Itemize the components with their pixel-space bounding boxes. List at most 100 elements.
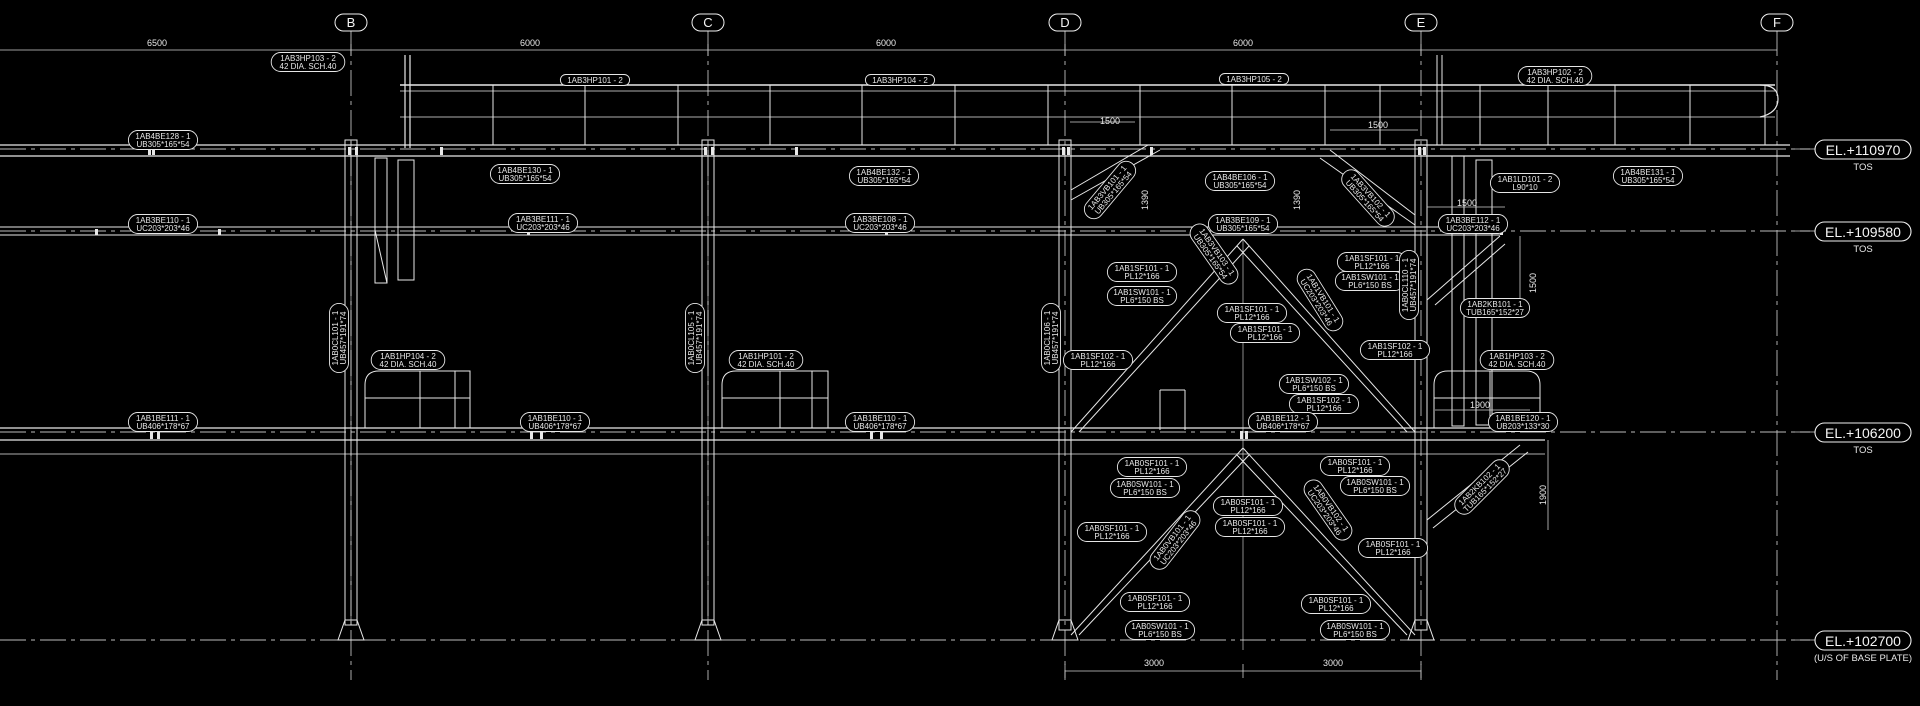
member-tag-outline — [519, 412, 591, 432]
dim-1900-vertical: 1900 — [1538, 485, 1548, 505]
member-section: PL6*150 BS — [1138, 630, 1182, 639]
member-mark: 1AB1SF101 - 1 — [1115, 264, 1170, 273]
grid-bubble-d: D — [1048, 13, 1082, 32]
column-tag-outline — [329, 302, 349, 374]
grid-label-e: E — [1417, 15, 1426, 30]
grid-bubble-c: C — [691, 13, 725, 32]
member-tag-outline — [1216, 303, 1288, 323]
member-tag-t27: 1AB1HP103 - 242 DIA. SCH.40 — [1479, 350, 1555, 370]
member-mark: 1AB4BE132 - 1 — [856, 168, 912, 177]
member-section: UB406*178*67 — [1257, 422, 1310, 431]
elevation-note-109580: TOS — [1853, 244, 1872, 255]
member-mark: 1AB1SF102 - 1 — [1297, 396, 1352, 405]
member-tag-t04: 1AB3HP105 - 2 — [1218, 73, 1290, 85]
member-section: 42 DIA. SCH.40 — [1489, 360, 1546, 369]
column-tag-outline — [685, 302, 705, 374]
member-tag-outline — [844, 213, 916, 233]
dim-1500-upper-e: 1500 — [1368, 120, 1388, 130]
member-mark: 1AB3BE108 - 1 — [852, 215, 908, 224]
member-tag-outline — [1212, 496, 1284, 516]
member-section: 42 DIA. SCH.40 — [738, 360, 795, 369]
member-mark: 1AB0SW101 - 1 — [1346, 478, 1404, 487]
member-section: PL12*166 — [1134, 467, 1170, 476]
dim-1390-right: 1390 — [1292, 190, 1302, 210]
member-mark: 1AB0SF101 - 1 — [1128, 594, 1183, 603]
member-section: UC203*203*46 — [1446, 224, 1500, 233]
member-tag-outline — [1116, 457, 1188, 477]
dim-1390-left: 1390 — [1140, 190, 1150, 210]
member-tag-outline — [370, 350, 446, 370]
member-tag-outline — [1319, 456, 1391, 476]
brace-tag-outline — [1189, 223, 1239, 285]
dim-bay-cd: 6000 — [876, 38, 896, 48]
member-mark: 1AB3BE109 - 1 — [1215, 216, 1271, 225]
member-mark: 1AB1SF102 - 1 — [1071, 352, 1126, 361]
member-tag-outline — [489, 164, 561, 184]
member-tag-outline — [1459, 298, 1531, 318]
member-tag-outline — [1489, 173, 1561, 193]
column-section: UB457*191*74 — [1409, 258, 1418, 311]
member-tag-outline — [1119, 592, 1191, 612]
column-mark: 1AB0CL110 - 1 — [1401, 257, 1410, 312]
member-mark: 1AB0SF101 - 1 — [1366, 540, 1421, 549]
brace-tag-outline — [1303, 479, 1353, 541]
member-mark: 1AB1SW101 - 1 — [1341, 273, 1399, 282]
dim-1900-horizontal: 1900 — [1470, 400, 1490, 410]
member-tag-outline — [1319, 620, 1391, 640]
column-section: UB457*191*74 — [339, 311, 348, 364]
member-section: PL12*166 — [1247, 333, 1283, 342]
grid-bubble-b: B — [334, 13, 368, 32]
elevation-level-109580: EL.+109580 — [1825, 224, 1901, 240]
member-section: UB406*178*67 — [529, 422, 582, 431]
dim-3000-right: 3000 — [1323, 658, 1343, 668]
member-section: UB406*178*67 — [854, 422, 907, 431]
member-tag-outline — [1479, 350, 1555, 370]
member-section: UB305*165*54 — [1217, 224, 1270, 233]
member-tag-outline — [1218, 73, 1290, 85]
grid-label-d: D — [1060, 15, 1069, 30]
member-tag-outline — [1062, 350, 1134, 370]
handrail-posts — [404, 55, 1766, 148]
member-section: PL12*166 — [1124, 272, 1160, 281]
member-tag-outline — [728, 350, 804, 370]
member-mark: 1AB1BE112 - 1 — [1256, 414, 1311, 423]
member-mark: 1AB4BE130 - 1 — [497, 166, 553, 175]
member-tag-outline — [270, 52, 346, 72]
grid-bubble-f: F — [1760, 13, 1794, 32]
member-tag-outline — [1109, 478, 1181, 498]
member-mark: 1AB4BE131 - 1 — [1620, 168, 1676, 177]
member-tag-outline — [127, 130, 199, 150]
member-section: PL6*150 BS — [1123, 488, 1167, 497]
grid-label-b: B — [347, 15, 356, 30]
member-section: PL12*166 — [1080, 360, 1116, 369]
member-section: UC203*203*46 — [136, 224, 190, 233]
member-section: PL12*166 — [1094, 532, 1130, 541]
member-mark: 1AB1SF102 - 1 — [1368, 342, 1423, 351]
member-mark: 1AB1HP104 - 2 — [380, 352, 436, 361]
member-mark: 1AB1BE111 - 1 — [136, 414, 191, 423]
brace-tag-outline — [1083, 160, 1137, 220]
member-section: UB203*133*30 — [1497, 422, 1550, 431]
